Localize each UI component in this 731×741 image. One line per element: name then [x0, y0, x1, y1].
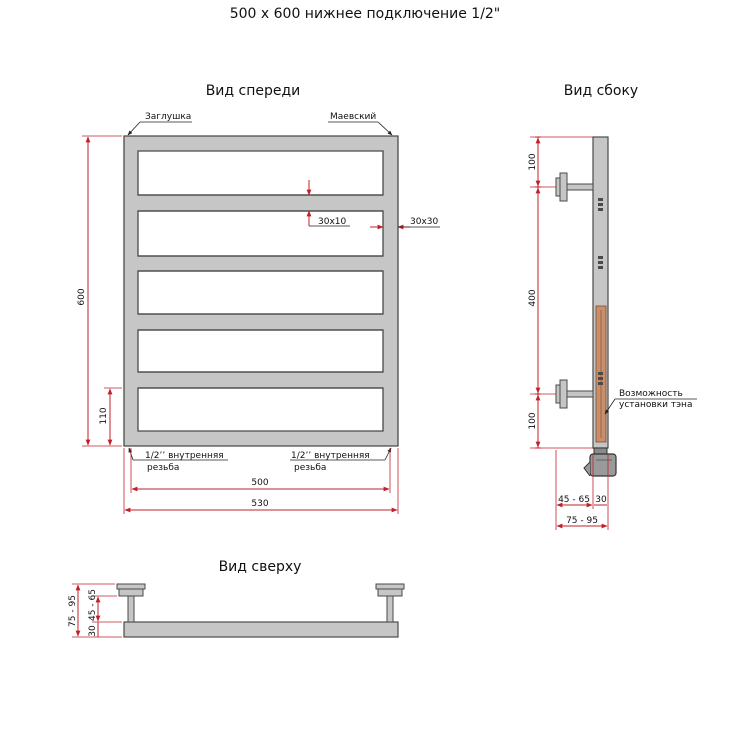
top-view-bar — [123, 621, 399, 638]
right-thread-label-1: 1/2’’ внутренняя — [291, 451, 370, 461]
plug-label: Заглушка — [145, 112, 191, 122]
side-depth-dimension: 75 - 95 — [566, 516, 598, 526]
right-thread-label-2: резьба — [294, 463, 326, 473]
pipe-marks — [598, 198, 603, 385]
side-top-dimension: 100 — [528, 153, 538, 170]
front-crossbars — [138, 194, 383, 389]
bottom-dimension: 110 — [99, 407, 109, 424]
left-thread-label-2: резьба — [147, 463, 179, 473]
top-mount-dimension: 45 - 65 — [88, 589, 98, 621]
side-top-bracket — [555, 172, 594, 202]
side-view: Вид сбоку — [528, 83, 697, 530]
heater-connector — [583, 447, 617, 477]
heater-label-2: установки тэна — [619, 400, 692, 410]
top-pipe-dimension: 30 — [88, 625, 98, 637]
side-pipe-dimension: 30 — [595, 495, 607, 505]
side-bottom-dimension: 100 — [528, 412, 538, 429]
inner-width-dimension: 500 — [251, 478, 268, 488]
top-left-bracket — [116, 583, 146, 623]
height-dimension: 600 — [77, 288, 87, 305]
top-right-bracket — [375, 583, 405, 623]
side-mount-dimension: 45 - 65 — [558, 495, 590, 505]
frame-size-label: 30x30 — [410, 217, 439, 227]
left-thread-label-1: 1/2’’ внутренняя — [145, 451, 224, 461]
top-view-heading: Вид сверху — [219, 559, 302, 575]
side-bottom-bracket — [555, 379, 594, 409]
bar-size-label: 30x10 — [318, 217, 347, 227]
side-middle-dimension: 400 — [528, 289, 538, 306]
heater-label-1: Возможность — [619, 389, 683, 399]
mayevsky-label: Маевский — [330, 112, 376, 122]
front-view-heading: Вид спереди — [206, 83, 301, 99]
mayevsky-leader — [377, 121, 393, 136]
front-frame — [123, 135, 399, 447]
top-view: Вид сверху 75 - 95 45 - 65 30 — [68, 559, 405, 638]
plug-leader — [127, 121, 141, 136]
side-view-heading: Вид сбоку — [564, 83, 638, 99]
outer-width-dimension: 530 — [251, 499, 268, 509]
front-view: Вид спереди Заглушка Маевский 30x10 — [77, 83, 440, 514]
page-title: 500 x 600 нижнее подключение 1/2" — [230, 6, 501, 22]
top-depth-dimension: 75 - 95 — [68, 595, 78, 627]
